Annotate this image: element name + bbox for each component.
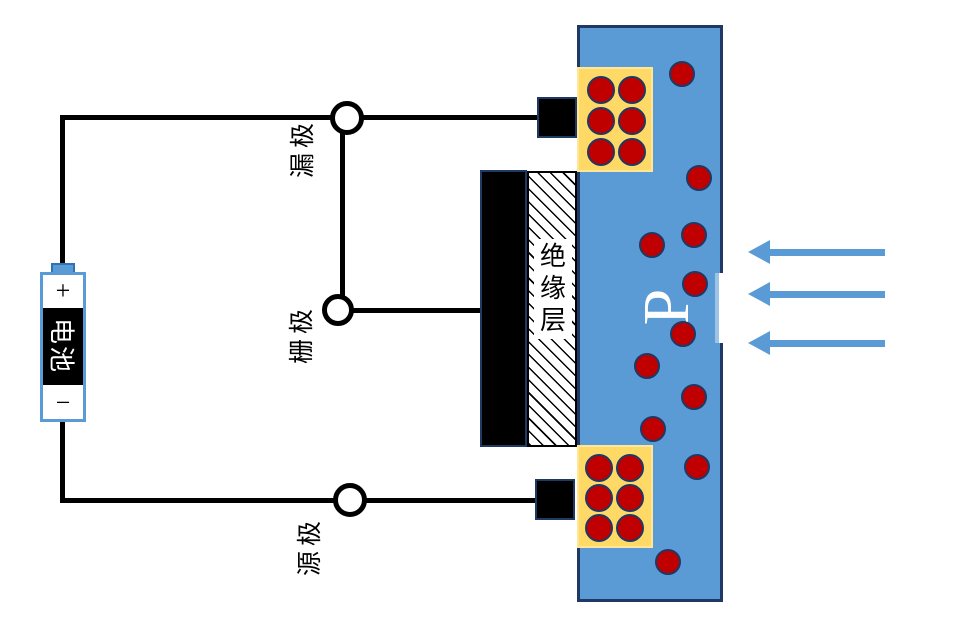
gate-node-circle xyxy=(322,294,354,326)
flow-arrow-head-icon xyxy=(748,240,770,264)
particle-dot xyxy=(616,454,644,482)
particle-dot xyxy=(587,107,615,135)
gate-label: 栅极 xyxy=(289,303,316,365)
drain-contact xyxy=(537,97,577,138)
particle-dot xyxy=(616,514,644,542)
particle-dot xyxy=(587,76,615,104)
battery-name-label: 电池 xyxy=(46,317,76,375)
drain-label: 漏极 xyxy=(290,117,317,179)
gate-electrode-rect xyxy=(480,170,527,447)
flow-arrow-head-icon xyxy=(748,331,770,355)
insulator-label: 绝 缘 层 xyxy=(534,239,572,339)
particle-dot xyxy=(585,454,613,482)
wire-drain-gate-link xyxy=(340,117,345,312)
particle-dot xyxy=(616,484,644,512)
particle-dot xyxy=(639,232,665,258)
particle-dot xyxy=(686,165,712,191)
battery-positive-label: + xyxy=(55,276,71,305)
particle-dot xyxy=(585,514,613,542)
drain-node-circle xyxy=(330,101,364,135)
particle-dot xyxy=(618,138,646,166)
particle-dot xyxy=(681,384,707,410)
particle-dot xyxy=(684,454,710,480)
wire-source-bottom xyxy=(60,498,537,503)
particle-dot xyxy=(585,484,613,512)
particle-dot xyxy=(587,138,615,166)
wire-drain-top xyxy=(60,115,539,120)
wire-battery-up xyxy=(60,115,65,266)
source-contact xyxy=(535,479,575,520)
substrate-opening-edge xyxy=(715,273,719,343)
substrate-opening xyxy=(719,273,729,343)
wire-gate xyxy=(337,308,482,313)
flow-arrow-shaft xyxy=(768,248,885,256)
flow-arrow-shaft xyxy=(768,339,885,347)
wire-battery-down xyxy=(60,421,65,502)
particle-dot xyxy=(618,107,646,135)
source-node-circle xyxy=(333,483,367,517)
particle-dot xyxy=(682,271,708,297)
particle-dot xyxy=(669,61,695,87)
particle-dot xyxy=(618,76,646,104)
particle-dot xyxy=(655,549,681,575)
particle-dot xyxy=(681,222,707,248)
battery-negative-label: − xyxy=(55,388,71,417)
flow-arrow-shaft xyxy=(768,290,885,298)
insulator-char-2: 缘 xyxy=(539,274,566,303)
particle-dot xyxy=(634,353,660,379)
particle-dot xyxy=(670,321,696,347)
particle-dot xyxy=(640,416,666,442)
source-label: 源极 xyxy=(297,515,324,577)
insulator-char-1: 绝 xyxy=(539,242,566,271)
insulator-char-3: 层 xyxy=(539,306,566,335)
battery-cell xyxy=(43,308,83,385)
flow-arrow-head-icon xyxy=(748,282,770,306)
